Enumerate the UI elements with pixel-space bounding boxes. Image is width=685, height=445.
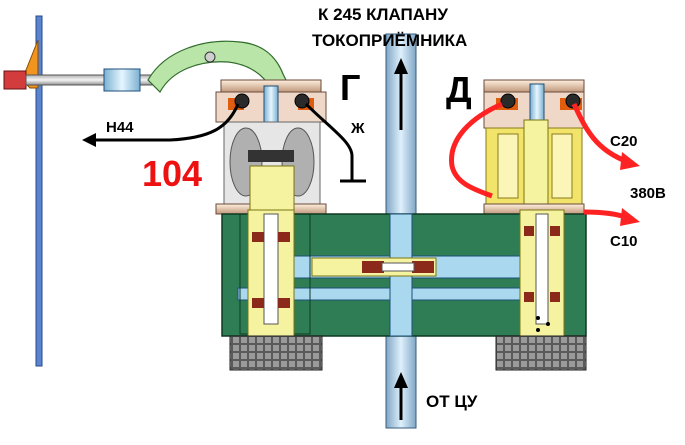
d-left-terminal (500, 93, 516, 109)
top-label-line2: ТОКОПРИЁМНИКА (312, 31, 468, 50)
wire-h44 (92, 103, 240, 142)
red-rod-end (3, 70, 27, 90)
right-valve-head (483, 79, 585, 215)
left-lever-assembly (3, 15, 155, 367)
wire-label-zh: Ж (351, 120, 365, 137)
wire-red-left (449, 101, 504, 199)
letter-d: Д (446, 69, 472, 110)
wire-zh (304, 102, 354, 180)
wire-label-c20: С20 (610, 133, 638, 150)
wire-c20 (571, 102, 629, 165)
rod-coupling (103, 68, 141, 92)
left-valve-head (215, 79, 327, 217)
wire-label-c10: С10 (610, 233, 638, 250)
voltage-label: 380В (630, 185, 666, 202)
wires (82, 101, 640, 226)
wire-label-n44: Н44 (106, 119, 134, 136)
left-grill (229, 335, 323, 371)
letter-g: Г (340, 67, 361, 108)
arm-pivot (204, 51, 216, 63)
bottom-label: ОТ ЦУ (426, 392, 478, 411)
number-104: 104 (142, 153, 203, 194)
right-grill (495, 335, 587, 371)
valve-body (221, 209, 587, 337)
top-label-line1: К 245 КЛАПАНУ (318, 5, 448, 24)
vertical-bar (35, 15, 43, 367)
